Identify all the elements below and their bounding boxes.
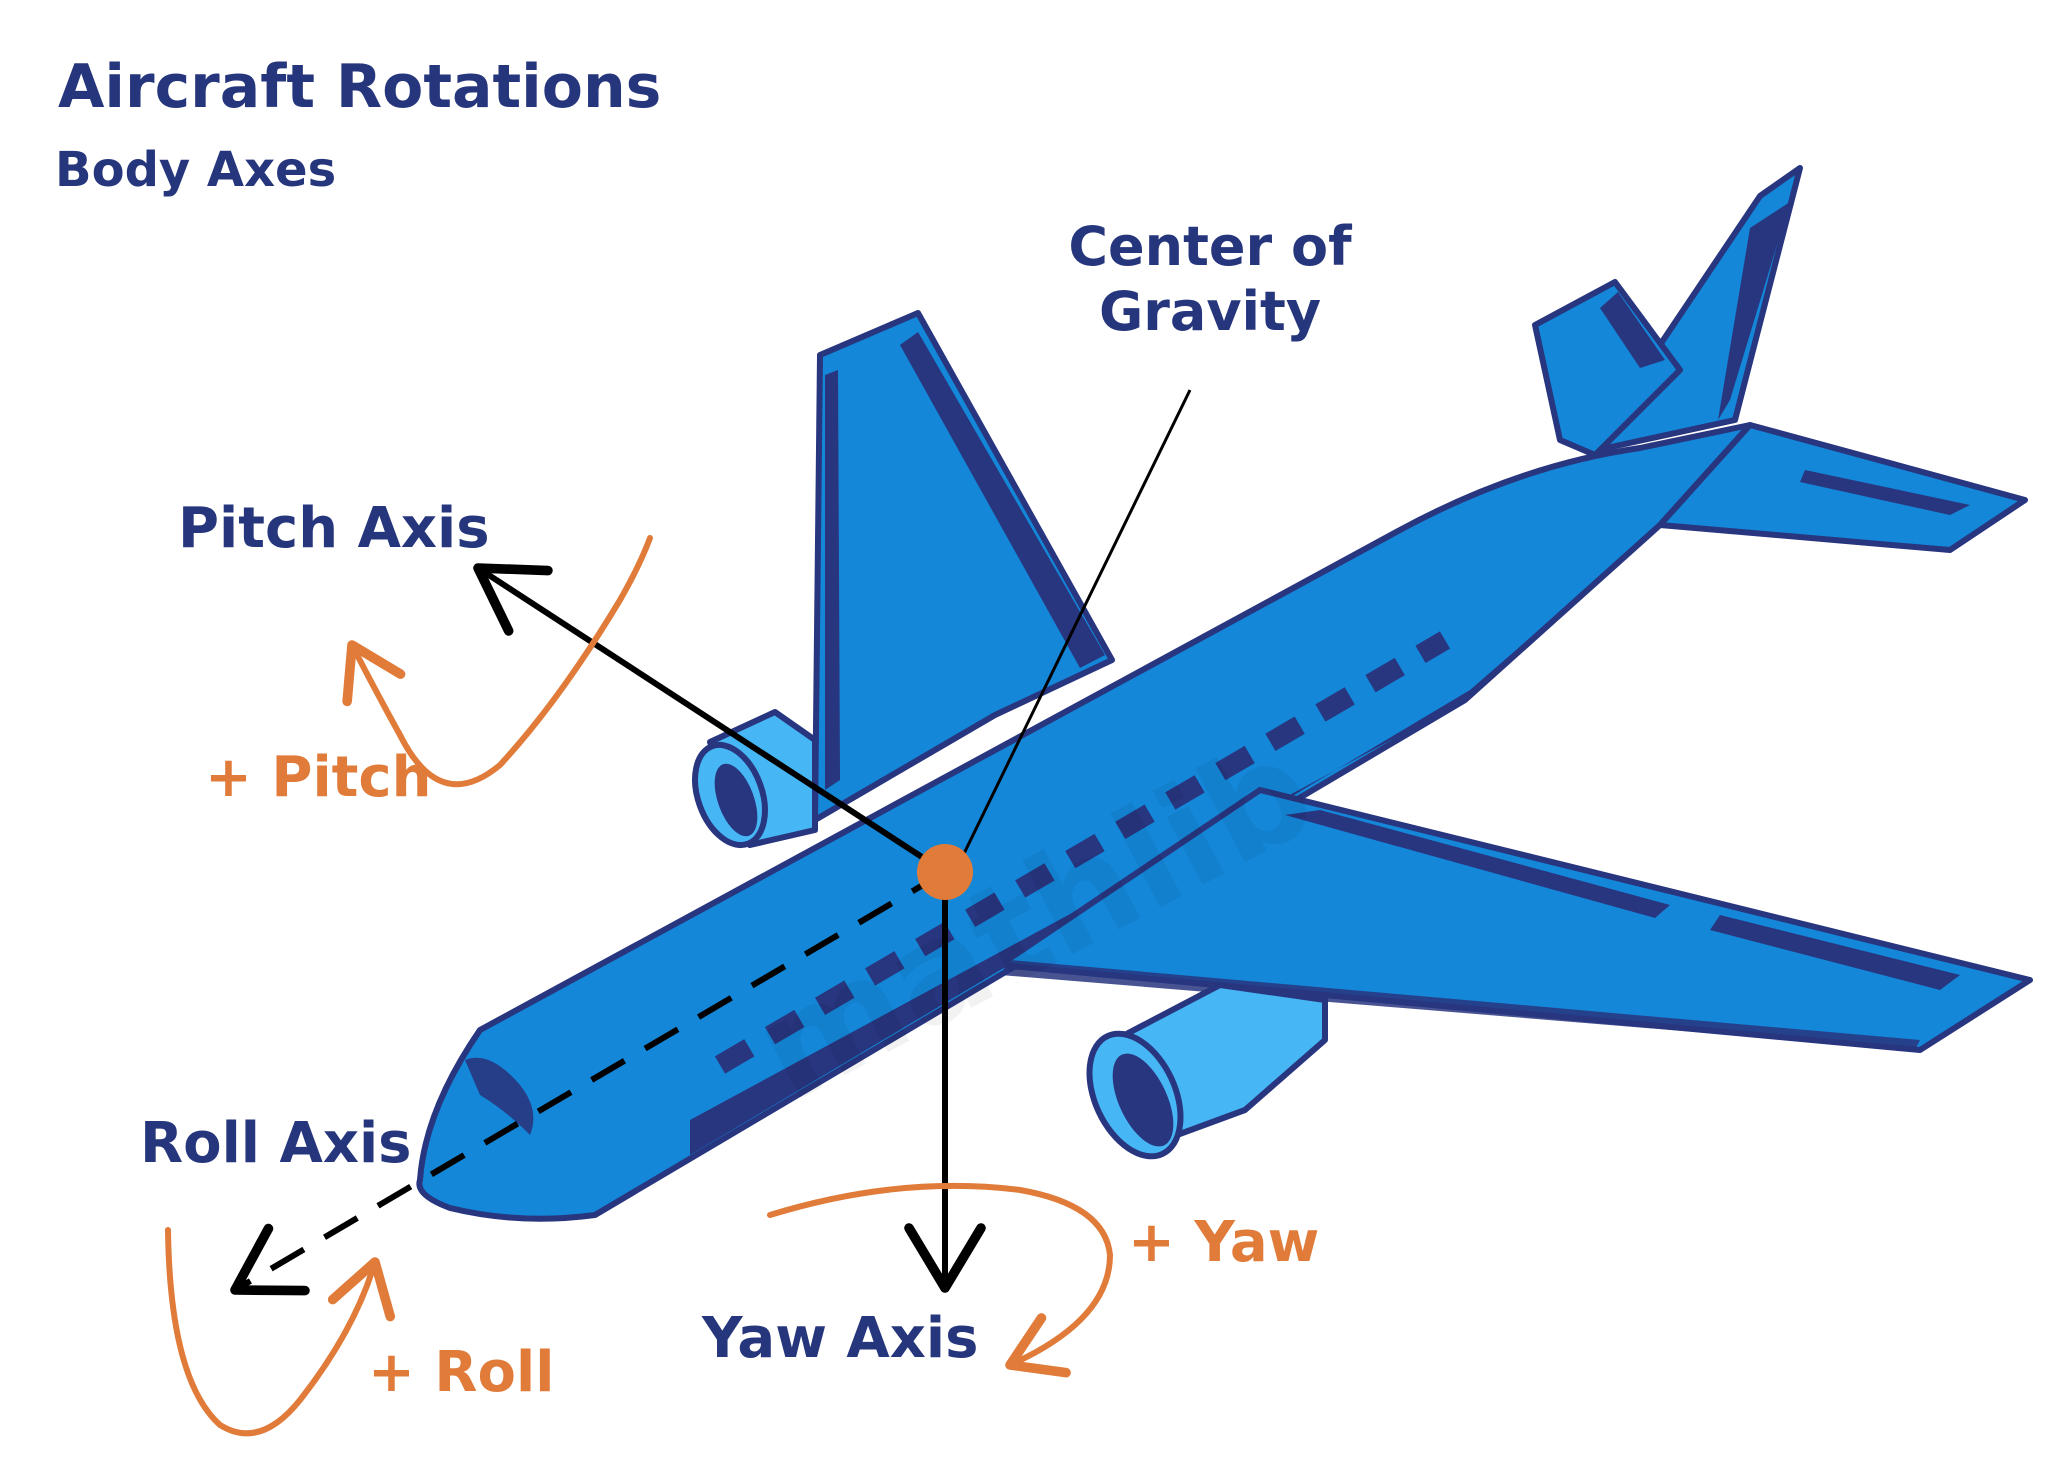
pitch-axis-arrow (473, 563, 947, 875)
roll-rotation-arrow (165, 1227, 396, 1437)
roll-rotation-label: + Roll (368, 1340, 555, 1405)
center-of-gravity-label: Center of Gravity (1068, 215, 1352, 343)
right-engine (1086, 982, 1328, 1160)
yaw-axis-label: Yaw Axis (702, 1306, 979, 1371)
diagram-subtitle: Body Axes (55, 142, 337, 198)
pitch-axis-label: Pitch Axis (178, 496, 490, 561)
pitch-rotation-label: + Pitch (205, 745, 432, 810)
diagram-title: Aircraft Rotations (58, 52, 662, 122)
left-wing (812, 310, 1115, 823)
right-wing (997, 787, 2033, 1053)
right-horizontal-stabilizer (1657, 422, 2028, 553)
center-of-gravity-leader (953, 389, 1192, 873)
yaw-rotation-label: + Yaw (1128, 1210, 1320, 1275)
roll-axis-label: Roll Axis (140, 1111, 412, 1176)
roll-axis-arrow (230, 869, 947, 1296)
left-horizontal-stabilizer (1532, 279, 1683, 458)
center-of-gravity-dot (917, 844, 973, 900)
fuselage (416, 422, 1753, 1222)
pitch-rotation-arrow (342, 535, 653, 788)
left-engine (692, 709, 818, 849)
yaw-rotation-arrow (767, 1182, 1114, 1378)
